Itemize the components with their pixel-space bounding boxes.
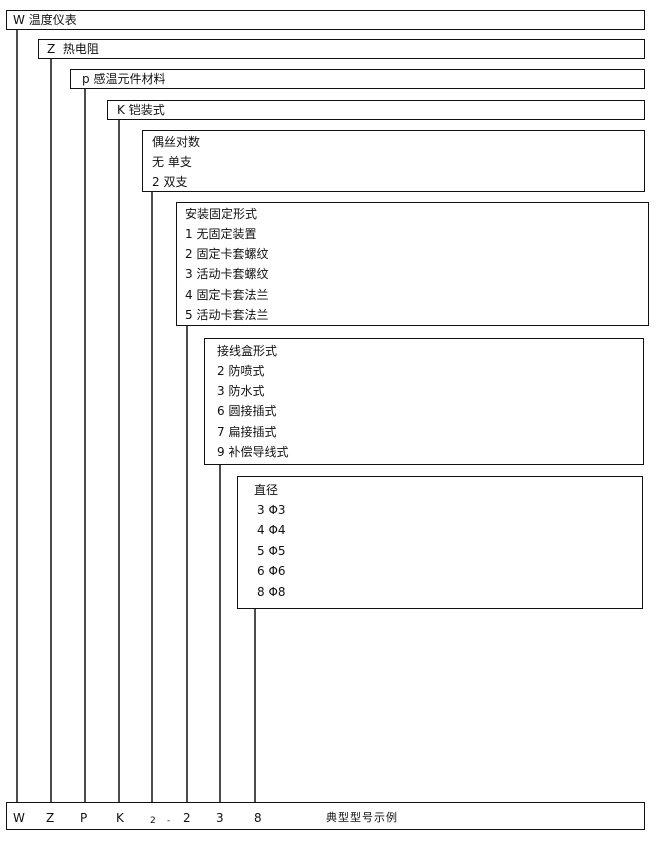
group-title: 偶丝对数 bbox=[152, 135, 201, 149]
group-title: 安装固定形式 bbox=[185, 207, 258, 221]
example-code: P bbox=[80, 811, 88, 825]
example-caption: 典型型号示例 bbox=[326, 811, 398, 824]
group-box-diameter bbox=[237, 476, 643, 609]
group-item: 5 Φ5 bbox=[257, 544, 286, 558]
group-item: 7 扁接插式 bbox=[217, 425, 277, 439]
group-item: 1 无固定装置 bbox=[185, 227, 257, 241]
level-text: 感温元件材料 bbox=[93, 72, 166, 86]
level-label-k: K 铠装式 bbox=[117, 103, 165, 117]
group-item: 8 Φ8 bbox=[257, 585, 286, 599]
group-box-wire-pairs bbox=[142, 130, 645, 192]
group-item: 6 Φ6 bbox=[257, 564, 286, 578]
group-item: 3 活动卡套螺纹 bbox=[185, 267, 269, 281]
level-key: K bbox=[117, 103, 125, 117]
group-item: 无 单支 bbox=[152, 155, 192, 169]
example-box bbox=[6, 802, 645, 830]
level-key: W bbox=[13, 13, 25, 27]
level-key: Z bbox=[47, 42, 56, 56]
level-key: p bbox=[82, 72, 90, 86]
level-text: 铠装式 bbox=[128, 103, 165, 117]
example-code: 3 bbox=[216, 811, 224, 825]
group-item: 6 圆接插式 bbox=[217, 404, 277, 418]
group-item: 5 活动卡套法兰 bbox=[185, 308, 269, 322]
level-label-w: W 温度仪表 bbox=[13, 13, 77, 27]
example-code: 8 bbox=[254, 811, 262, 825]
group-box-junction bbox=[204, 338, 644, 465]
example-code: - bbox=[167, 816, 171, 826]
level-box-z bbox=[38, 39, 645, 59]
level-label-p: p 感温元件材料 bbox=[82, 72, 165, 86]
level-text: 热电阻 bbox=[62, 42, 99, 56]
group-item: 3 防水式 bbox=[217, 384, 265, 398]
group-title: 接线盒形式 bbox=[217, 344, 278, 358]
level-box-w bbox=[6, 10, 645, 30]
group-item: 9 补偿导线式 bbox=[217, 445, 289, 459]
example-code: K bbox=[116, 811, 124, 825]
example-code: 2 bbox=[183, 811, 191, 825]
group-item: 2 固定卡套螺纹 bbox=[185, 247, 269, 261]
group-item: 4 固定卡套法兰 bbox=[185, 288, 269, 302]
group-item: 2 双支 bbox=[152, 175, 188, 189]
group-title: 直径 bbox=[254, 483, 279, 497]
level-box-k bbox=[107, 100, 645, 120]
level-label-z: Z 热电阻 bbox=[47, 42, 99, 56]
group-item: 2 防喷式 bbox=[217, 364, 265, 378]
group-item: 4 Φ4 bbox=[257, 523, 286, 537]
group-box-mounting bbox=[176, 202, 649, 326]
group-item: 3 Φ3 bbox=[257, 503, 286, 517]
example-code: 2 bbox=[150, 816, 156, 826]
example-code: Z bbox=[46, 811, 55, 825]
level-text: 温度仪表 bbox=[28, 13, 77, 27]
level-box-p bbox=[70, 69, 645, 89]
example-code: W bbox=[13, 811, 25, 825]
